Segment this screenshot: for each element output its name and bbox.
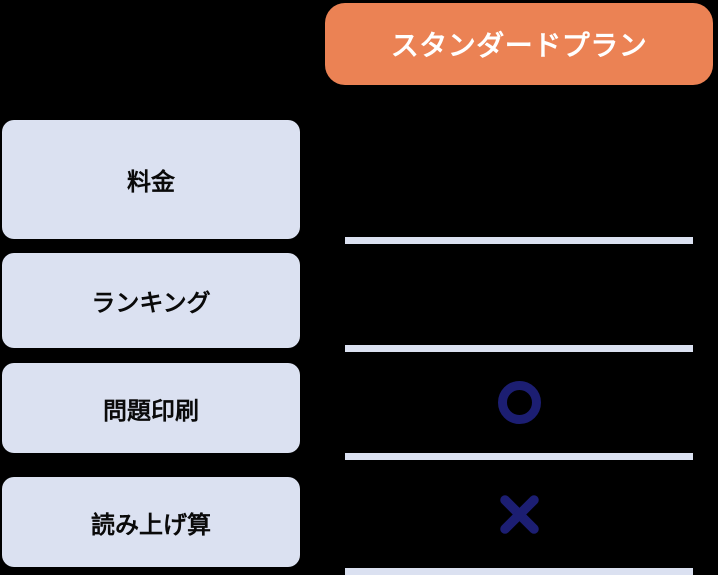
- plan-header-label: スタンダードプラン: [390, 30, 648, 61]
- feature-label-text: 読み上げ算: [91, 511, 211, 539]
- row-separator: [345, 237, 693, 244]
- feature-label-price: 料金: [2, 120, 300, 239]
- plan-value-cell-price: [345, 85, 693, 237]
- circle-mark-icon: [497, 381, 541, 424]
- plan-value-cell-problem-print: [345, 352, 693, 453]
- feature-label-text: ランキング: [91, 290, 211, 317]
- feature-label-ranking: ランキング: [2, 253, 300, 348]
- feature-label-problem-print: 問題印刷: [2, 363, 300, 453]
- plan-value-cell-ranking: [345, 244, 693, 345]
- cross-mark-icon: [499, 494, 539, 534]
- plan-header: スタンダードプラン: [325, 3, 713, 85]
- row-separator: [345, 453, 693, 460]
- row-separator: [345, 345, 693, 352]
- row-separator: [345, 568, 693, 575]
- feature-label-text: 料金: [127, 169, 175, 196]
- feature-label-text: 問題印刷: [103, 397, 199, 425]
- feature-label-read-aloud: 読み上げ算: [2, 477, 300, 567]
- plan-value-cell-read-aloud: [345, 460, 693, 568]
